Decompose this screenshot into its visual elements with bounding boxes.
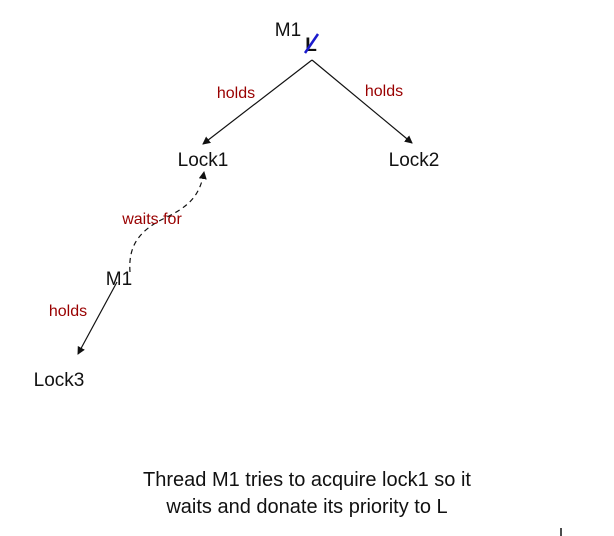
priority-strike-mark (303, 33, 320, 54)
edge-m1-waits-for-lock1 (129, 171, 207, 273)
edge-label-holds-lock1: holds (217, 85, 255, 102)
edge-label-waits-for: waits for (121, 211, 182, 228)
caption-line-2: waits and donate its priority to L (166, 496, 448, 518)
waiting-thread-m1-label: M1 (106, 269, 132, 290)
edge-label-holds-lock2: holds (365, 83, 403, 100)
edge-m1-to-lock3 (77, 281, 118, 355)
lock2-label: Lock2 (389, 150, 440, 171)
lock3-label: Lock3 (34, 370, 85, 391)
lock1-label: Lock1 (178, 150, 229, 171)
donated-priority-label: M1 (275, 20, 301, 41)
diagram-caption: Thread M1 tries to acquire lock1 so it w… (0, 467, 614, 521)
edge-label-holds-lock3: holds (49, 303, 87, 320)
caption-line-1: Thread M1 tries to acquire lock1 so it (143, 469, 471, 491)
edge-l-to-lock1 (202, 59, 313, 145)
edge-l-to-lock2 (311, 59, 413, 144)
